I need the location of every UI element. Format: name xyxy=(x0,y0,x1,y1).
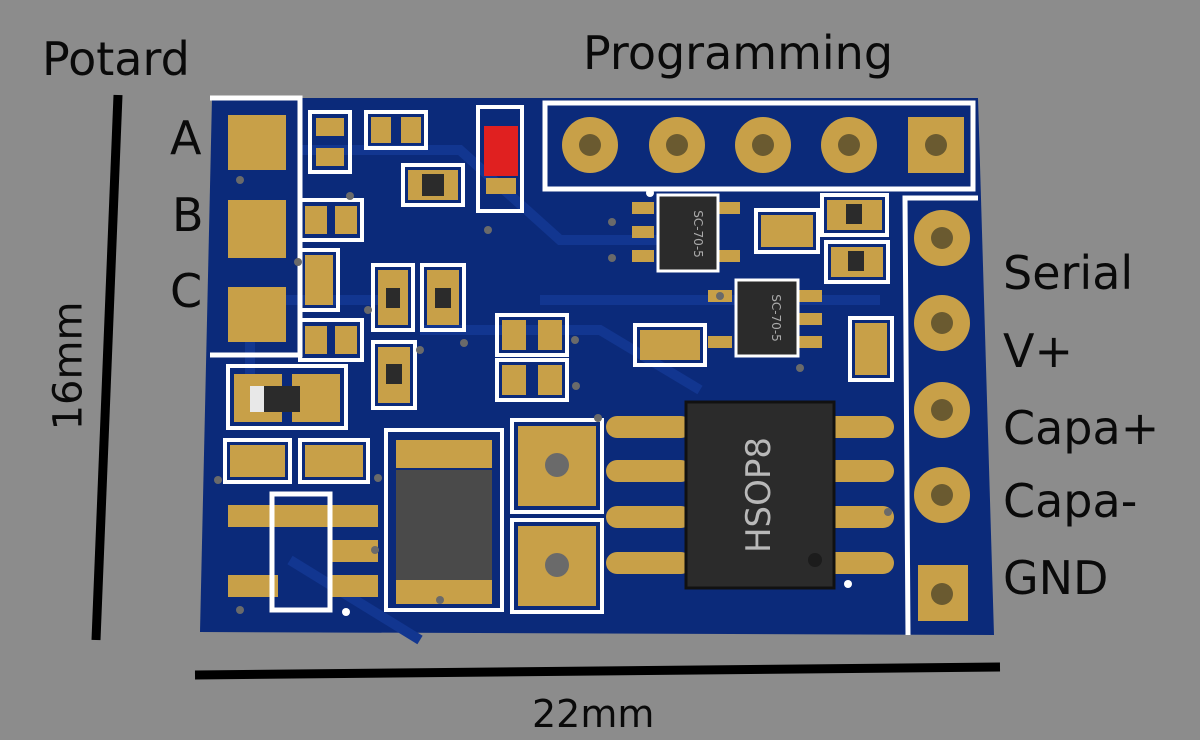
pad-a xyxy=(228,115,286,170)
serial-label: Serial xyxy=(1003,246,1134,300)
pot-b-label: B xyxy=(172,188,204,242)
sc70-chip-b: SC-70-5 xyxy=(708,278,822,358)
programming-label: Programming xyxy=(583,26,894,80)
pot-c-label: C xyxy=(170,264,203,318)
width-dimension-line xyxy=(194,662,1001,680)
gnd-label: GND xyxy=(1003,551,1109,605)
bottom-left-component xyxy=(228,491,378,613)
vias xyxy=(214,176,892,614)
passive-components xyxy=(223,110,894,484)
power-pads xyxy=(510,418,604,614)
height-dimension-line xyxy=(91,94,123,641)
v-plus-label: V+ xyxy=(1003,324,1074,378)
sc70-a-text: SC-70-5 xyxy=(691,210,705,258)
pot-a-label: A xyxy=(170,111,202,165)
hsop8-text: HSOP8 xyxy=(739,437,779,553)
capa-minus-label: Capa- xyxy=(1003,474,1138,528)
pad-b xyxy=(228,200,286,258)
diode xyxy=(226,364,348,430)
capa-plus-label: Capa+ xyxy=(1003,401,1160,455)
sc70-b-text: SC-70-5 xyxy=(769,294,783,342)
potard-label: Potard xyxy=(42,32,190,86)
sc70-chip-a: SC-70-5 xyxy=(632,193,740,273)
led xyxy=(476,105,524,213)
programming-header xyxy=(542,100,976,192)
silk-dots xyxy=(342,189,852,616)
pad-c xyxy=(228,287,286,342)
hsop8-chip: HSOP8 xyxy=(606,400,894,590)
serial-header xyxy=(902,195,978,636)
inductor xyxy=(384,428,504,612)
width-dimension-label: 22mm xyxy=(532,692,655,736)
